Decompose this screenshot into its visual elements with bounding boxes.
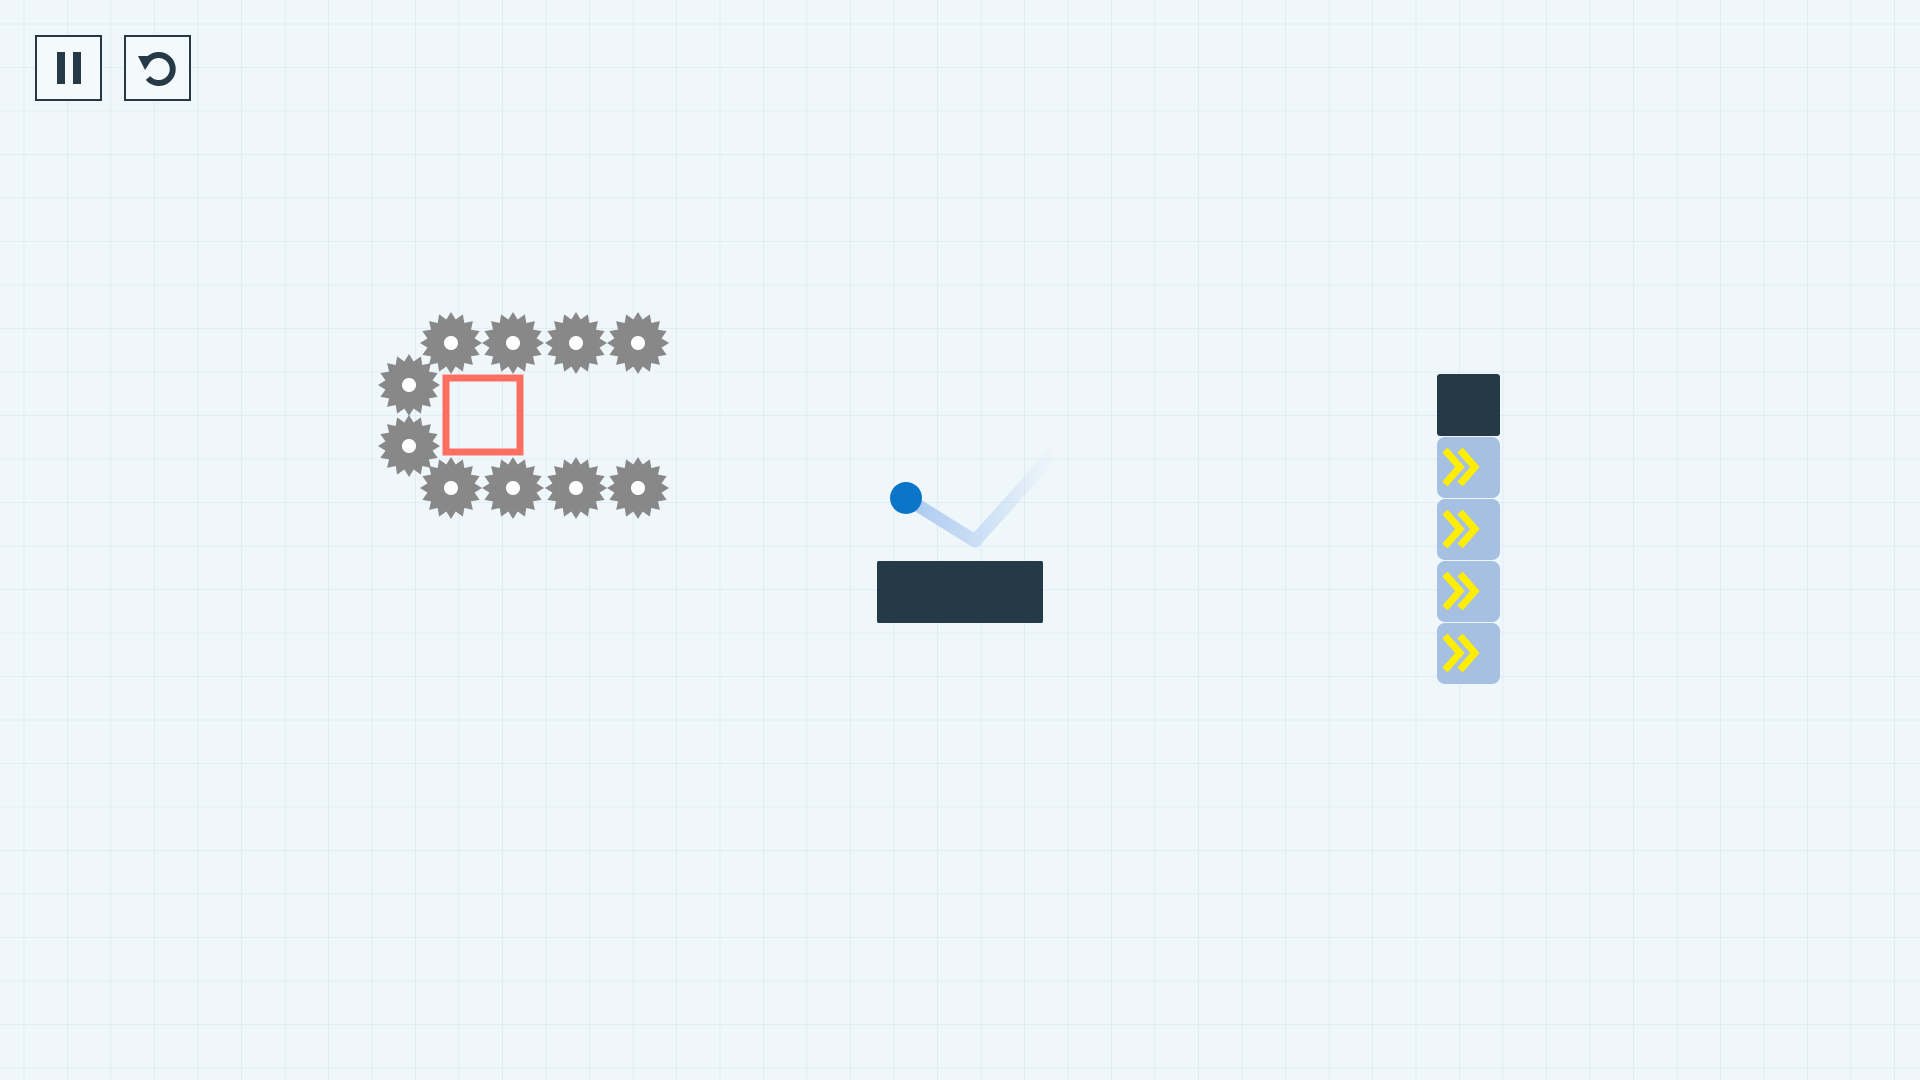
ball[interactable] [890,482,922,514]
saw-blade [420,312,482,374]
restart-button[interactable] [124,35,191,101]
double-chevron-right-icon [1442,509,1480,549]
double-chevron-right-icon [1442,633,1480,673]
saw-blade [545,457,607,519]
booster-block [1437,623,1500,684]
platform [877,561,1043,623]
booster-block [1437,561,1500,622]
tower-cap-block [1437,374,1500,436]
saw-blade [378,354,440,416]
saw-blade [482,457,544,519]
double-chevron-right-icon [1442,571,1480,611]
saw-blade [420,457,482,519]
aim-trail [899,445,1062,548]
pause-button[interactable] [35,35,102,101]
booster-block [1437,499,1500,560]
restart-icon [137,52,176,86]
target-box [442,374,524,456]
double-chevron-right-icon [1442,447,1480,487]
booster-tower [1437,374,1500,684]
pause-icon [56,52,81,84]
saw-blade [607,457,669,519]
saw-blade [482,312,544,374]
booster-block [1437,437,1500,498]
saw-blade [545,312,607,374]
saw-blade [378,415,440,477]
saw-blade-group [378,312,669,519]
saw-blade [607,312,669,374]
